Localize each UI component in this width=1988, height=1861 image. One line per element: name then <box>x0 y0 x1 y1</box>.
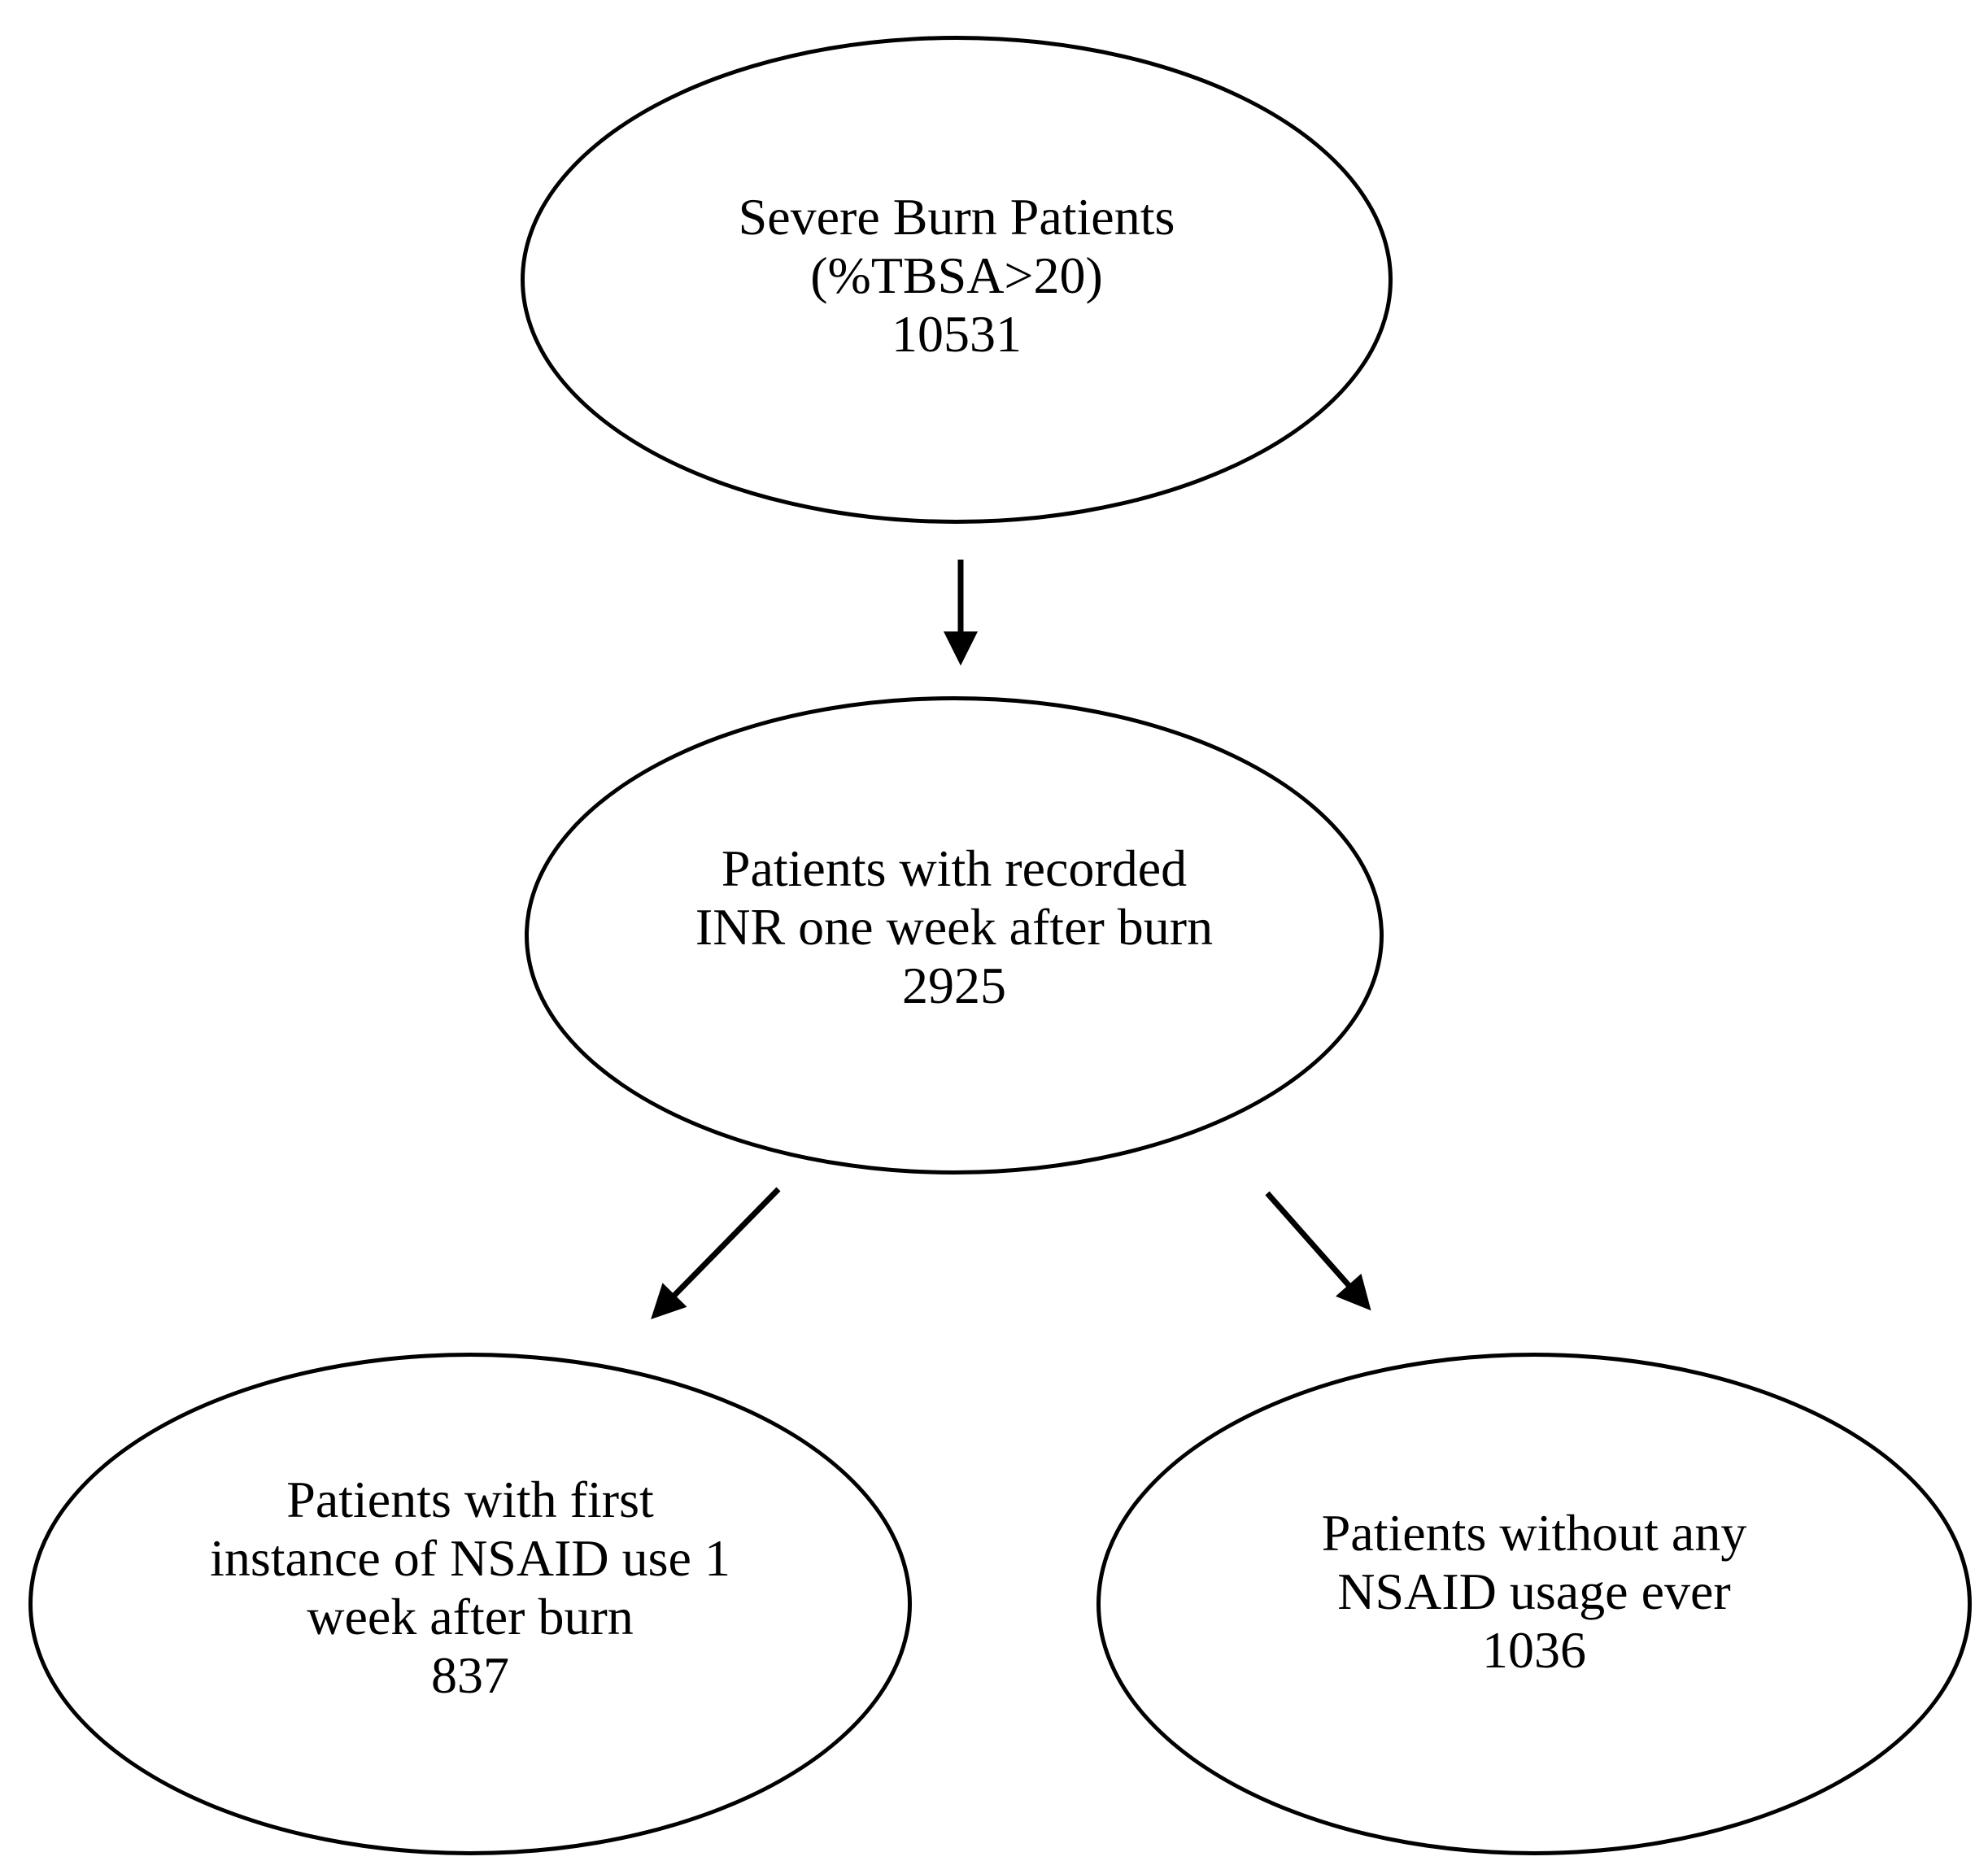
node-label: Severe Burn Patients (%TBSA>20) 10531 <box>739 188 1175 364</box>
node-count: 837 <box>431 1646 509 1704</box>
arrow-down-left-icon <box>651 1187 781 1319</box>
node-label: Patients without any NSAID usage ever 10… <box>1322 1504 1747 1680</box>
node-label-line: NSAID usage ever <box>1337 1562 1731 1620</box>
arrow-down-right-icon <box>1265 1191 1371 1311</box>
node-label-line: Patients with first <box>286 1471 654 1528</box>
flow-node-severe-burn-patients: Severe Burn Patients (%TBSA>20) 10531 <box>521 36 1393 524</box>
node-count: 1036 <box>1482 1621 1586 1679</box>
node-count: 10531 <box>892 305 1022 363</box>
node-label-line: Patients without any <box>1321 1504 1747 1562</box>
node-label-line: INR one week after burn <box>695 898 1214 956</box>
flow-node-first-nsaid-use: Patients with first instance of NSAID us… <box>28 1353 912 1855</box>
node-label-line: week after burn <box>307 1588 634 1645</box>
node-label-line: Severe Burn Patients <box>738 188 1175 246</box>
flow-node-no-nsaid-usage: Patients without any NSAID usage ever 10… <box>1096 1353 1972 1855</box>
node-label: Patients with recorded INR one week afte… <box>695 839 1213 1015</box>
node-label: Patients with first instance of NSAID us… <box>210 1471 730 1705</box>
node-label-line: Patients with recorded <box>721 839 1188 897</box>
node-label-line: (%TBSA>20) <box>810 246 1103 304</box>
flow-node-recorded-inr: Patients with recorded INR one week afte… <box>525 696 1384 1175</box>
node-count: 2925 <box>902 957 1006 1014</box>
node-label-line: instance of NSAID use 1 <box>210 1529 730 1587</box>
